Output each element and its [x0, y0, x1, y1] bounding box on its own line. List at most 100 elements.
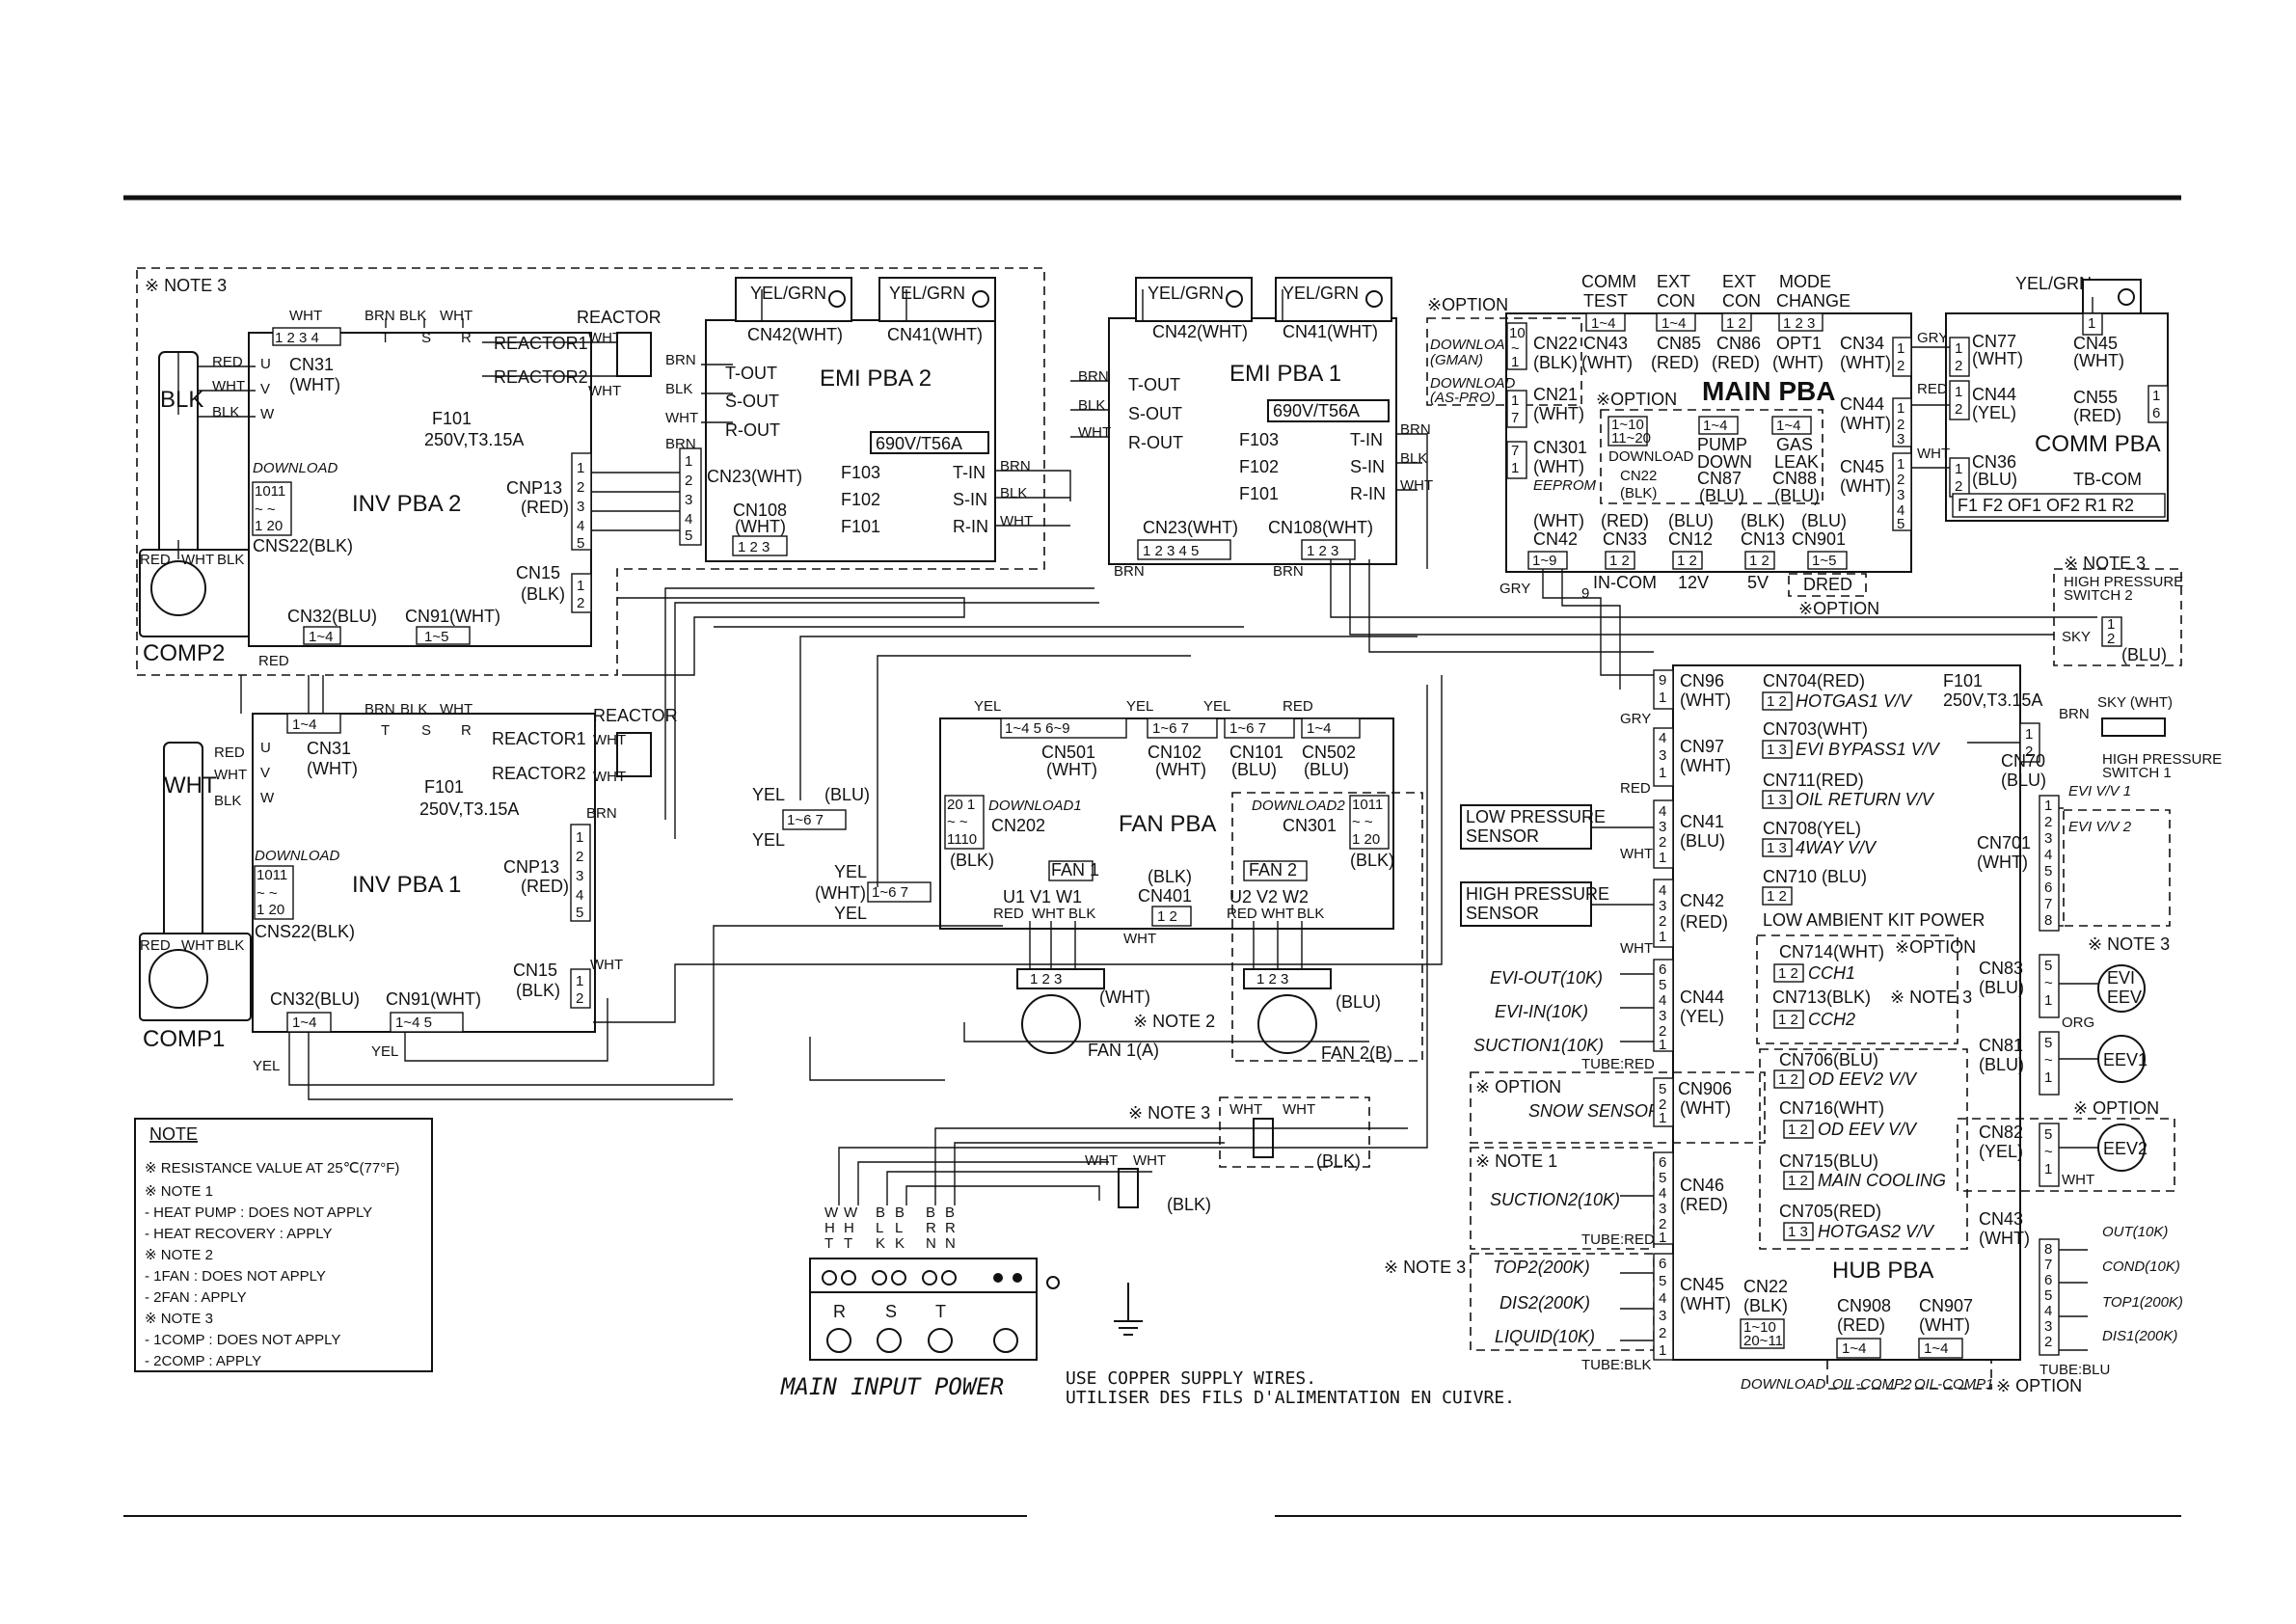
svg-text:1 20: 1 20 — [255, 518, 283, 534]
svg-text:ORG: ORG — [2062, 1015, 2094, 1031]
svg-text:1 2: 1 2 — [1778, 1012, 1798, 1028]
svg-text:R-IN: R-IN — [1350, 484, 1386, 503]
svg-text:BLK: BLK — [1000, 485, 1027, 501]
svg-text:※ NOTE 3: ※ NOTE 3 — [2088, 934, 2170, 954]
svg-text:REACTOR: REACTOR — [593, 706, 678, 725]
svg-text:WHT: WHT — [1261, 906, 1294, 922]
svg-text:CN43: CN43 — [1583, 334, 1628, 353]
svg-text:(BLU): (BLU) — [1231, 760, 1277, 779]
svg-text:1~4: 1~4 — [1924, 1340, 1948, 1357]
svg-text:1: 1 — [1897, 456, 1904, 473]
svg-text:(BLK): (BLK) — [516, 981, 560, 1000]
svg-text:DOWNLOAD2: DOWNLOAD2 — [1252, 798, 1345, 814]
svg-text:F102: F102 — [1239, 457, 1279, 476]
svg-text:EEV1: EEV1 — [2103, 1050, 2147, 1069]
svg-text:N: N — [926, 1235, 936, 1252]
svg-text:EVI-IN(10K): EVI-IN(10K) — [1495, 1002, 1588, 1021]
legend-line-5: - 1FAN : DOES NOT APPLY — [145, 1268, 326, 1285]
svg-text:TB-COM: TB-COM — [2073, 470, 2142, 489]
svg-text:2: 2 — [2044, 1334, 2052, 1350]
svg-text:FAN 2: FAN 2 — [1249, 860, 1297, 880]
svg-text:CN704(RED): CN704(RED) — [1763, 671, 1865, 690]
svg-text:(RED): (RED) — [1680, 912, 1728, 932]
svg-text:RED: RED — [1283, 698, 1313, 715]
svg-text:1: 1 — [1659, 1342, 1666, 1359]
svg-text:5: 5 — [2044, 1035, 2052, 1051]
svg-text:TUBE:BLU: TUBE:BLU — [2039, 1362, 2110, 1378]
svg-text:(WHT): (WHT) — [1680, 1294, 1731, 1313]
svg-text:YEL: YEL — [834, 862, 867, 881]
svg-text:6: 6 — [1659, 1154, 1666, 1171]
svg-text:1~10: 1~10 — [1611, 417, 1644, 433]
svg-text:LEAK: LEAK — [1774, 452, 1819, 472]
legend-title: NOTE — [149, 1124, 198, 1144]
svg-text:4: 4 — [1659, 882, 1666, 899]
svg-text:YEL: YEL — [253, 1058, 280, 1074]
svg-text:EVI-OUT(10K): EVI-OUT(10K) — [1490, 968, 1603, 988]
svg-text:2: 2 — [1659, 834, 1666, 851]
svg-text:U1 V1 W1: U1 V1 W1 — [1003, 887, 1082, 907]
svg-text:(BLU): (BLU) — [1304, 760, 1349, 779]
inv1-title: INV PBA 1 — [352, 872, 461, 898]
svg-text:1~5: 1~5 — [1812, 553, 1836, 569]
svg-text:CN46: CN46 — [1680, 1176, 1724, 1195]
svg-text:(RED): (RED) — [1680, 1195, 1728, 1214]
svg-text:4: 4 — [1897, 502, 1904, 519]
svg-text:5: 5 — [2044, 863, 2052, 880]
fan1-motor: 1 2 3 (WHT) FAN 1(A) ※ NOTE 2 — [1016, 968, 1215, 1060]
comp2-label: COMP2 — [143, 640, 225, 666]
svg-text:L: L — [876, 1220, 883, 1236]
main-input-power-label: MAIN INPUT POWER — [780, 1373, 1004, 1400]
svg-text:※ NOTE 3: ※ NOTE 3 — [1890, 988, 1972, 1007]
svg-text:RED: RED — [258, 653, 289, 669]
svg-text:CNP13: CNP13 — [503, 857, 559, 877]
svg-text:YEL: YEL — [1126, 698, 1153, 715]
svg-text:CN36: CN36 — [1972, 452, 2016, 472]
svg-text:LOW AMBIENT KIT POWER: LOW AMBIENT KIT POWER — [1763, 910, 1985, 930]
svg-text:EVI BYPASS1 V/V: EVI BYPASS1 V/V — [1796, 740, 1941, 759]
svg-text:1 3: 1 3 — [1788, 1224, 1808, 1240]
svg-text:20~11: 20~11 — [1743, 1333, 1783, 1349]
svg-text:EEV: EEV — [2107, 988, 2142, 1007]
comp1-label: COMP1 — [143, 1026, 225, 1052]
svg-text:CN31: CN31 — [307, 739, 351, 758]
svg-text:1: 1 — [1659, 765, 1666, 781]
svg-text:U: U — [260, 740, 271, 756]
svg-text:HIGH PRESSURE: HIGH PRESSURE — [1466, 884, 1609, 904]
svg-text:BRN: BRN — [2059, 706, 2090, 722]
svg-text:CN85: CN85 — [1657, 334, 1701, 353]
svg-text:R-OUT: R-OUT — [1128, 433, 1183, 452]
inv-pba-1: INV PBA 1 RED 1~4 UVW CN31(WHT) F101 250… — [252, 653, 678, 1074]
svg-text:L: L — [895, 1220, 903, 1236]
svg-text:BRN: BRN — [365, 308, 395, 324]
svg-text:4: 4 — [577, 518, 584, 534]
svg-text:5: 5 — [2044, 1126, 2052, 1143]
svg-text:※ NOTE 3: ※ NOTE 3 — [1128, 1103, 1210, 1123]
svg-text:EEPROM: EEPROM — [1533, 477, 1597, 494]
svg-text:BLK: BLK — [399, 308, 426, 324]
svg-text:(RED): (RED) — [521, 877, 569, 896]
svg-text:T: T — [935, 1302, 946, 1321]
svg-text:12V: 12V — [1678, 573, 1709, 592]
svg-text:CNS22(BLK): CNS22(BLK) — [255, 922, 355, 941]
svg-text:(BLK): (BLK) — [950, 851, 994, 870]
svg-text:1~4 5 6~9: 1~4 5 6~9 — [1005, 720, 1070, 737]
svg-text:CN45: CN45 — [2073, 334, 2118, 353]
svg-text:(WHT): (WHT) — [1840, 414, 1891, 433]
svg-text:1 2: 1 2 — [1778, 965, 1798, 982]
svg-text:250V,T3.15A: 250V,T3.15A — [1943, 690, 2042, 710]
svg-text:T: T — [381, 722, 390, 739]
svg-text:1: 1 — [1659, 1037, 1666, 1053]
svg-text:OUT(10K): OUT(10K) — [2102, 1224, 2168, 1240]
svg-text:WHT: WHT — [1032, 906, 1065, 922]
svg-text:7: 7 — [1511, 443, 1519, 459]
svg-text:1: 1 — [576, 973, 583, 989]
svg-text:(BLU): (BLU) — [824, 785, 870, 804]
svg-text:OIL-COMP1: OIL-COMP1 — [1914, 1376, 1994, 1393]
svg-text:BLK: BLK — [217, 552, 244, 568]
svg-text:250V,T3.15A: 250V,T3.15A — [419, 799, 519, 819]
svg-text:T: T — [381, 330, 390, 346]
svg-text:CN22: CN22 — [1620, 468, 1657, 484]
svg-text:5: 5 — [1897, 516, 1904, 532]
